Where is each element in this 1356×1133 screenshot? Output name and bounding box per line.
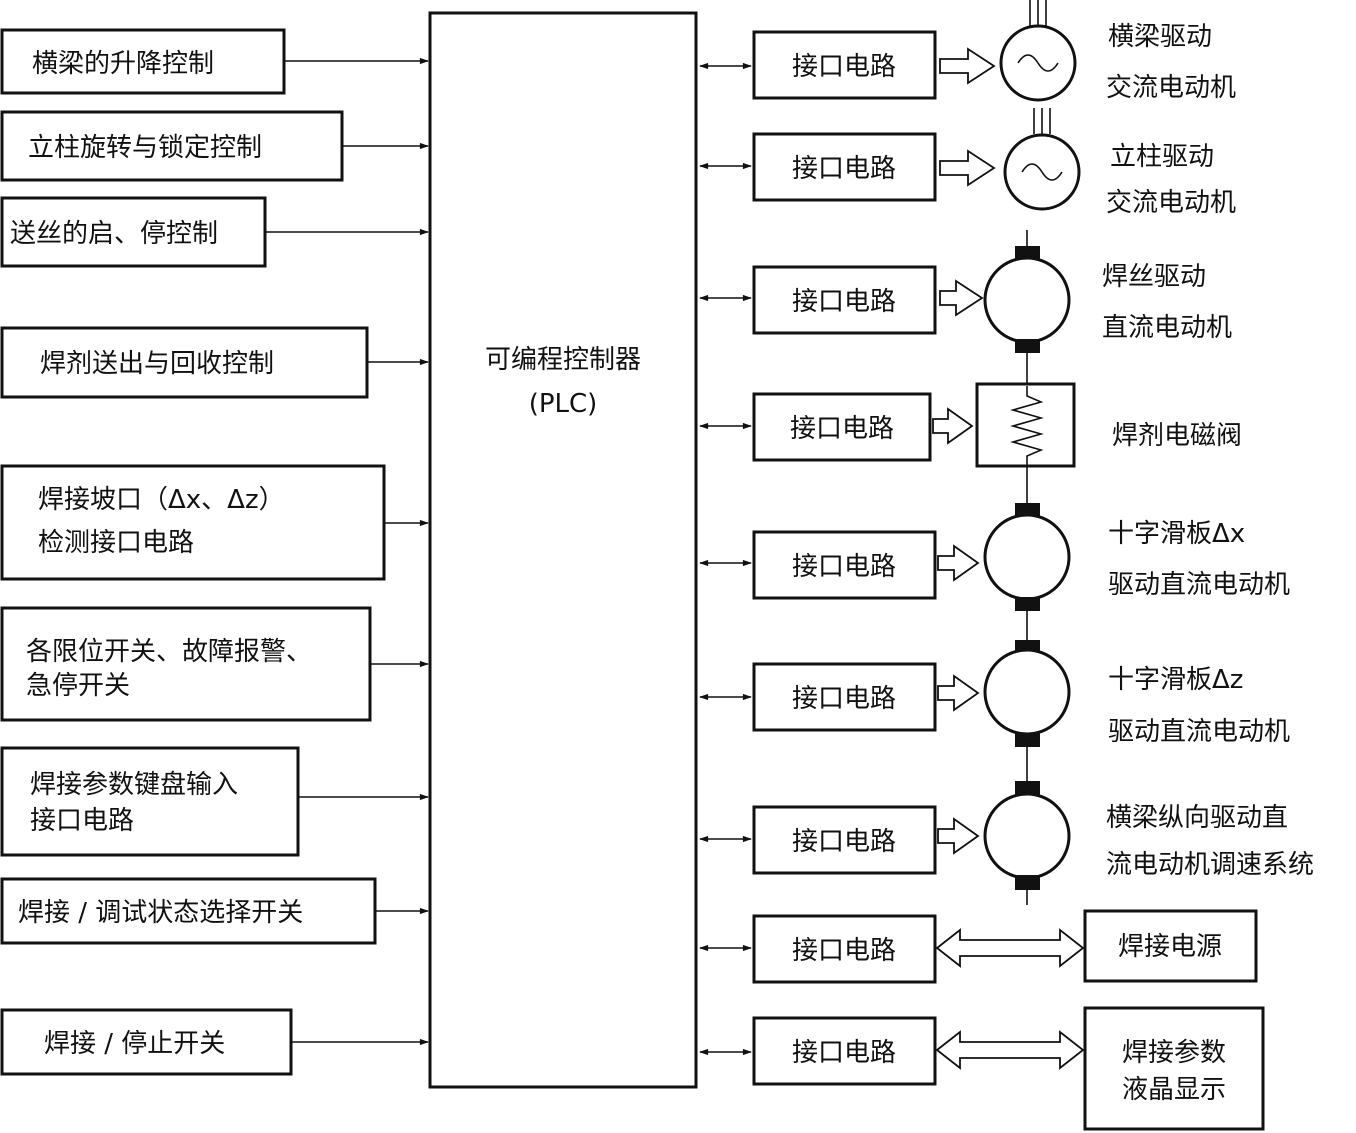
input-7-label-line1: 焊接参数键盘输入 <box>30 770 238 800</box>
output-4-label: 焊剂电磁阀 <box>1112 421 1242 451</box>
output-6: 接口电路 十字滑板Δz 驱动直流电动机 <box>699 640 1290 781</box>
input-6: 各限位开关、故障报警、 急停开关 <box>0 606 429 722</box>
output-7-arrow <box>937 817 980 855</box>
output-3-label-line2: 直流电动机 <box>1102 313 1232 343</box>
plc-title: 可编程控制器 <box>485 345 641 375</box>
output-1: 接口电路 横梁驱动 交流电动机 <box>699 0 1236 103</box>
output-1-label-line1: 横梁驱动 <box>1108 22 1212 52</box>
input-3: 送丝的启、停控制 <box>0 196 429 268</box>
output-7-label-line2: 流电动机调速系统 <box>1106 850 1314 880</box>
input-2-label: 立柱旋转与锁定控制 <box>28 133 262 163</box>
interface-circuit-1-label: 接口电路 <box>792 52 896 82</box>
input-4-label: 焊剂送出与回收控制 <box>40 349 274 379</box>
input-8: 焊接 / 调试状态选择开关 <box>0 877 429 945</box>
output-9-double-arrow <box>935 1030 1085 1070</box>
input-1: 横梁的升降控制 <box>0 28 429 95</box>
input-7-label-line2: 接口电路 <box>30 806 134 836</box>
input-9-label: 焊接 / 停止开关 <box>44 1029 225 1059</box>
input-5-label-line1: 焊接坡口（Δx、Δz） <box>38 485 285 515</box>
output-2-arrow <box>939 149 996 187</box>
interface-circuit-8-label: 接口电路 <box>792 936 896 966</box>
input-9: 焊接 / 停止开关 <box>0 1008 429 1076</box>
input-2: 立柱旋转与锁定控制 <box>0 110 429 182</box>
output-6-label-line1: 十字滑板Δz <box>1108 665 1243 695</box>
dc-motor-icon <box>983 503 1071 640</box>
output-3-arrow <box>939 279 984 317</box>
output-6-label-line2: 驱动直流电动机 <box>1108 717 1290 747</box>
input-3-label: 送丝的启、停控制 <box>10 219 218 249</box>
input-6-label-line1: 各限位开关、故障报警、 <box>26 637 312 667</box>
input-5: 焊接坡口（Δx、Δz） 检测接口电路 <box>0 464 429 581</box>
output-2-label-line1: 立柱驱动 <box>1110 142 1214 172</box>
output-8-double-arrow <box>935 928 1085 968</box>
input-1-label: 横梁的升降控制 <box>32 49 214 79</box>
output-1-arrow <box>939 47 996 85</box>
input-7: 焊接参数键盘输入 接口电路 <box>0 746 429 857</box>
ac-motor-icon <box>1003 108 1081 211</box>
output-5-label-line1: 十字滑板Δx <box>1108 519 1245 549</box>
dc-motor-icon <box>983 781 1071 905</box>
dc-motor-icon <box>983 230 1071 353</box>
solenoid-valve-icon <box>975 353 1076 508</box>
input-6-label-line2: 急停开关 <box>26 671 130 701</box>
output-1-label-line2: 交流电动机 <box>1106 73 1236 103</box>
interface-circuit-5-label: 接口电路 <box>792 552 896 582</box>
output-7: 接口电路 横梁纵向驱动直 流电动机调速系统 <box>699 781 1314 905</box>
interface-circuit-9-label: 接口电路 <box>792 1038 896 1068</box>
output-8: 接口电路 焊接电源 <box>699 909 1258 984</box>
output-5-arrow <box>937 544 980 582</box>
plc-block: 可编程控制器 (PLC) <box>428 11 698 1089</box>
output-2: 接口电路 立柱驱动 交流电动机 <box>699 108 1236 218</box>
ac-motor-icon <box>999 0 1077 102</box>
output-9-label-line2: 液晶显示 <box>1122 1075 1226 1105</box>
input-4: 焊剂送出与回收控制 <box>0 326 429 399</box>
output-9: 接口电路 焊接参数 液晶显示 <box>699 1006 1265 1131</box>
output-5-label-line2: 驱动直流电动机 <box>1108 570 1290 600</box>
interface-circuit-2-label: 接口电路 <box>792 154 896 184</box>
plc-abbrev: (PLC) <box>529 389 598 419</box>
interface-circuit-4-label: 接口电路 <box>790 414 894 444</box>
output-3-label-line1: 焊丝驱动 <box>1102 262 1206 292</box>
output-4: 接口电路 焊剂电磁阀 <box>699 353 1242 508</box>
interface-circuit-3-label: 接口电路 <box>792 287 896 317</box>
dc-motor-icon <box>983 640 1071 781</box>
output-3: 接口电路 焊丝驱动 直流电动机 <box>699 230 1232 353</box>
interface-circuit-6-label: 接口电路 <box>792 684 896 714</box>
output-4-arrow <box>932 407 974 445</box>
input-8-label: 焊接 / 调试状态选择开关 <box>18 898 303 928</box>
output-8-label: 焊接电源 <box>1118 932 1222 962</box>
output-9-label-line1: 焊接参数 <box>1122 1038 1226 1068</box>
output-6-arrow <box>937 674 980 712</box>
output-2-label-line2: 交流电动机 <box>1106 188 1236 218</box>
output-5: 接口电路 十字滑板Δx 驱动直流电动机 <box>699 503 1290 640</box>
input-5-label-line2: 检测接口电路 <box>38 528 194 558</box>
output-7-label-line1: 横梁纵向驱动直 <box>1106 803 1288 833</box>
interface-circuit-7-label: 接口电路 <box>792 827 896 857</box>
